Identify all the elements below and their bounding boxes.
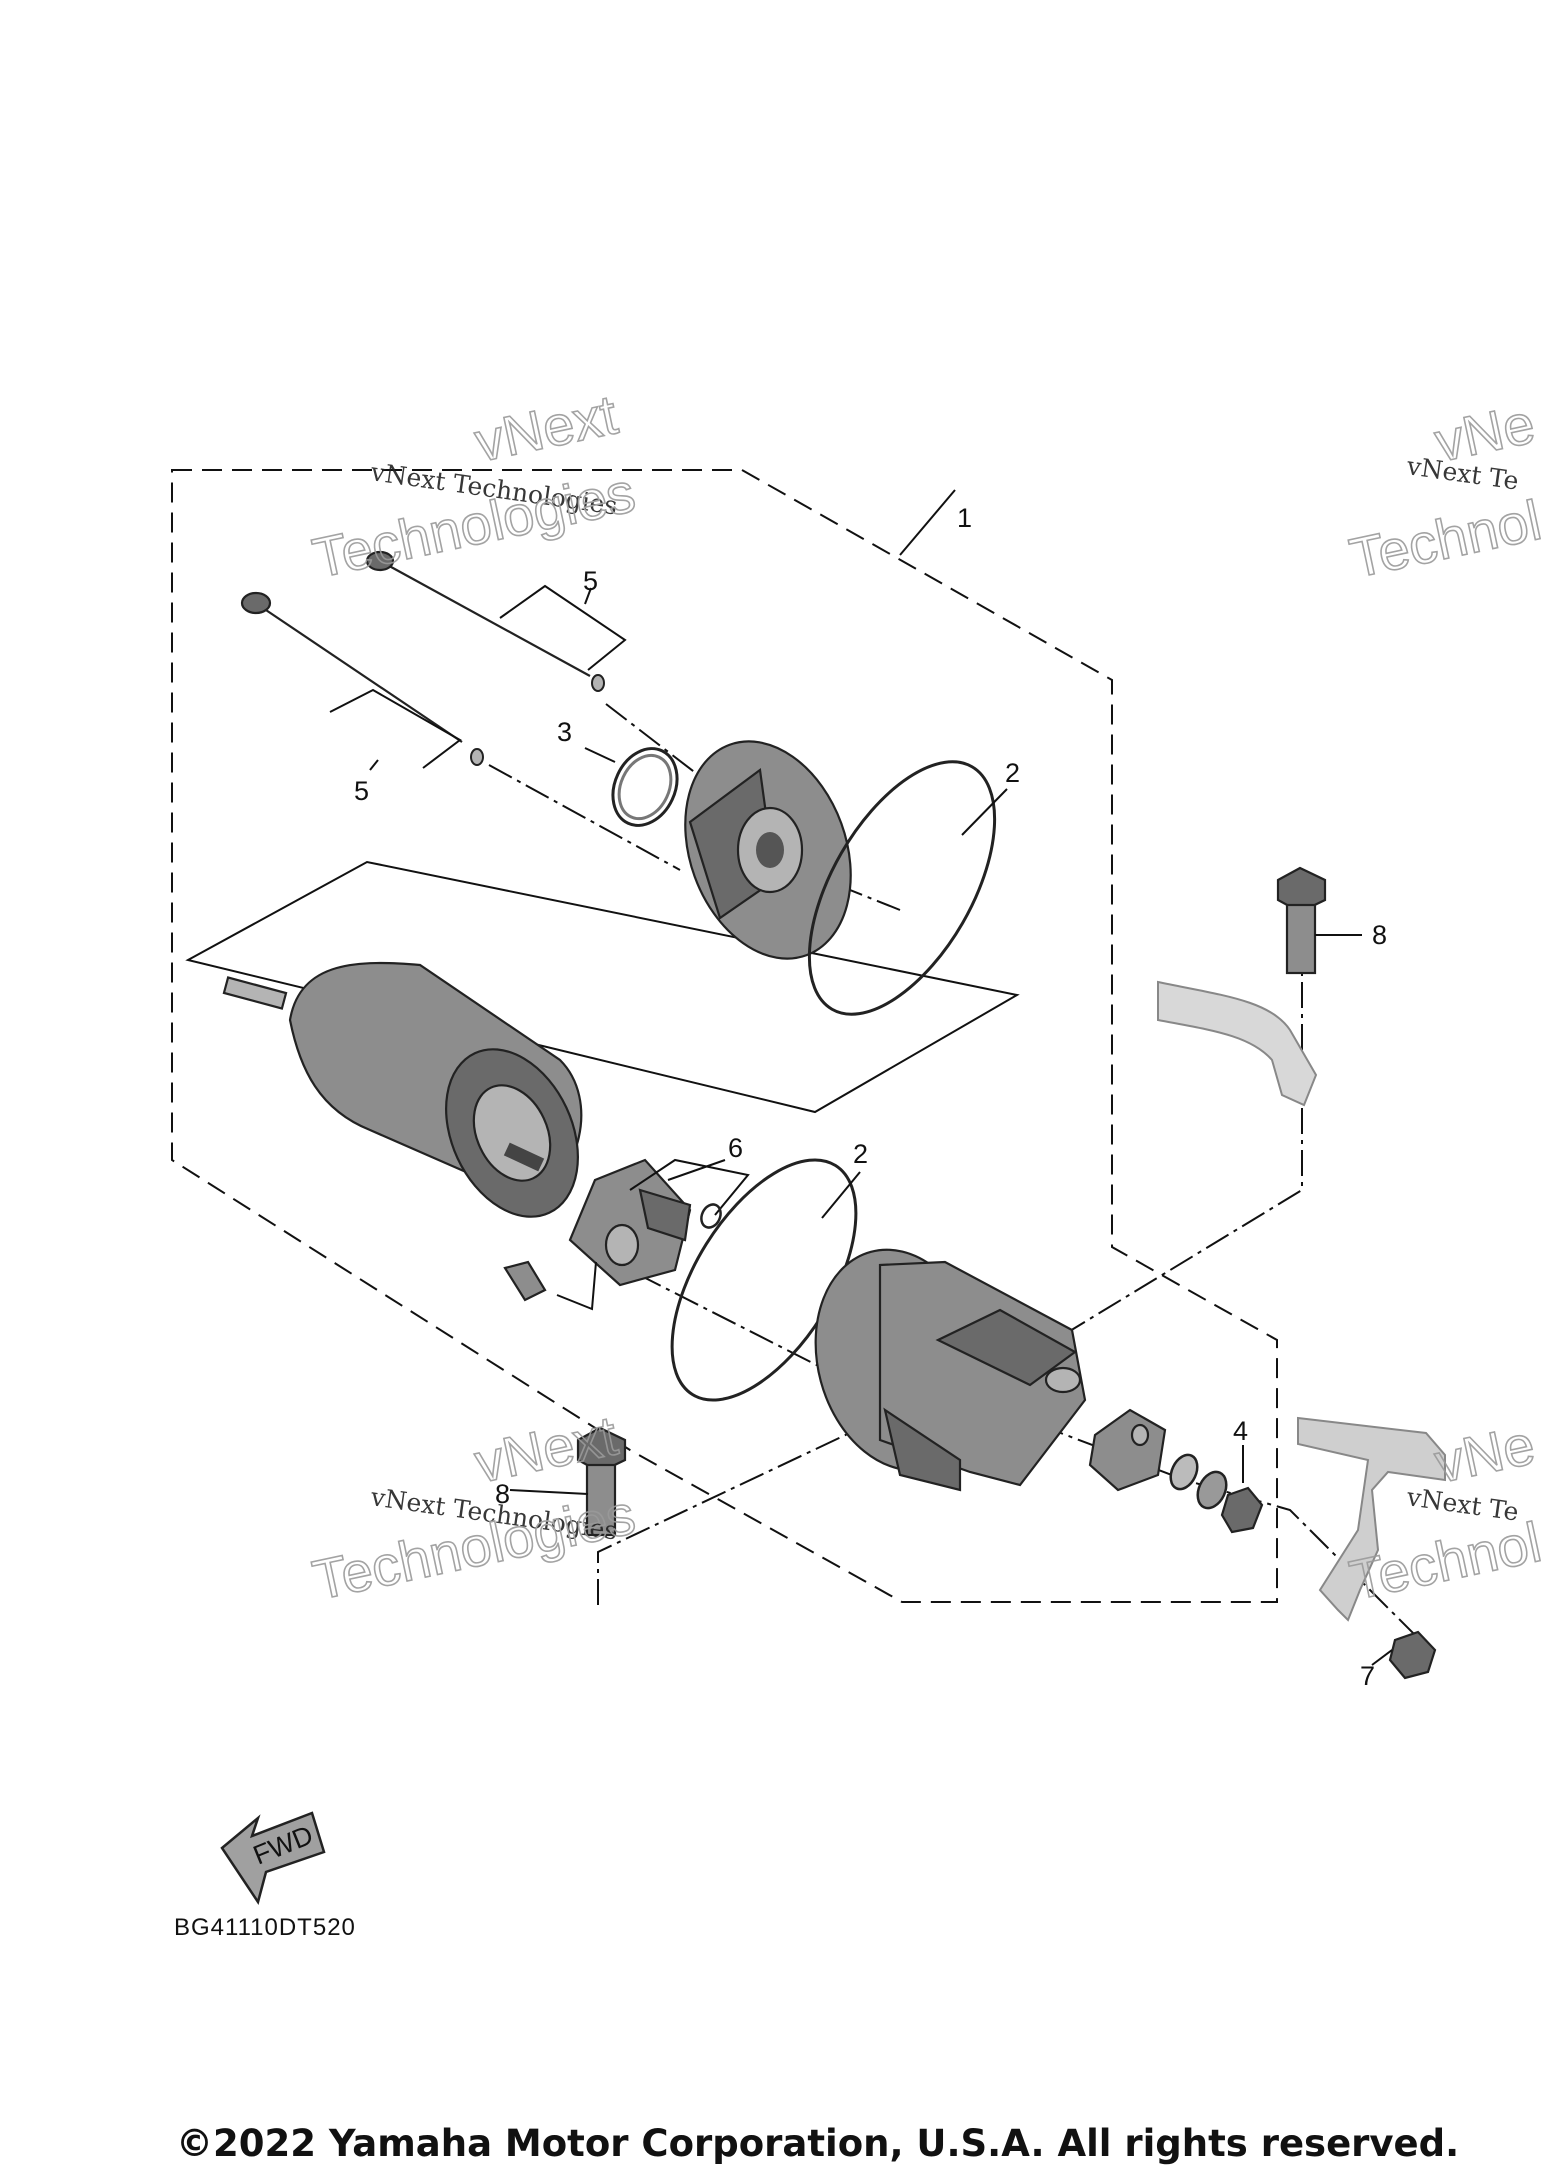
through-bolt-lower [240,591,484,766]
callout-2-lower: 2 [853,1139,868,1169]
leader-5-upper [499,584,627,671]
leader-pin [556,1261,597,1311]
callout-1: 1 [957,503,972,533]
bolt-8-right [1276,866,1327,975]
copyright-notice: ©2022 Yamaha Motor Corporation, U.S.A. A… [176,2122,1459,2165]
washers [1169,1453,1228,1510]
callout-5-upper: 5 [583,566,598,596]
bolt-8-left [576,1426,627,1537]
brush-pin [503,1260,547,1302]
callout-6: 6 [728,1133,743,1163]
nut-7 [1388,1630,1437,1680]
callout-8-left: 8 [495,1479,510,1509]
leader-3 [584,747,616,763]
o-ring-3 [611,747,679,827]
large-o-ring-2-upper [807,760,997,1016]
harness-lead-upper [1157,980,1318,1107]
through-bolt-upper [365,550,605,692]
terminal-insulator [1088,1408,1167,1492]
callout-4: 4 [1233,1416,1248,1446]
leader-6 [629,1158,750,1216]
leader-2-lower [821,1171,861,1219]
small-o-ring-6 [700,1203,722,1229]
leader-8-left [509,1489,589,1495]
watermark-top-left: vNext vNext Technologies Technologies [307,381,641,590]
callout-7: 7 [1360,1661,1375,1691]
brush-holder-6 [568,1158,692,1287]
rear-cover [814,1248,1087,1492]
callout-8-right: 8 [1372,920,1387,950]
svg-text:Technolo: Technolo [1344,482,1541,590]
diagram-code: BG41110DT520 [174,1914,356,1941]
leader-bolt-8-left [597,1394,931,1605]
center-line-through-bolt [488,764,681,871]
leader-1 [899,489,956,556]
watermark-top-right: vNe vNext Te Technolo [1344,391,1541,591]
leader-7 [1371,1649,1393,1666]
leader-5-lower [329,688,462,771]
leader-2-upper [961,788,1008,836]
leader-bolt-8-right [1054,940,1303,1341]
callout-5-lower: 5 [354,776,369,806]
cable-lead-lower [1297,1416,1446,1622]
nut-4 [1220,1486,1264,1534]
armature-frame [185,860,1020,1114]
armature-yoke [222,961,583,1218]
watermark-bottom-left: vNext vNext Technologies Technologies [307,1402,641,1612]
callout-3: 3 [557,717,572,747]
front-cover [684,740,852,960]
callout-2-upper: 2 [1005,758,1020,788]
svg-text:vNext: vNext [469,382,623,473]
fwd-direction-arrow: FWD [220,1811,326,1905]
assembly-1-dashed-outline [171,469,1278,1603]
svg-text:vNe: vNe [1429,1412,1540,1494]
